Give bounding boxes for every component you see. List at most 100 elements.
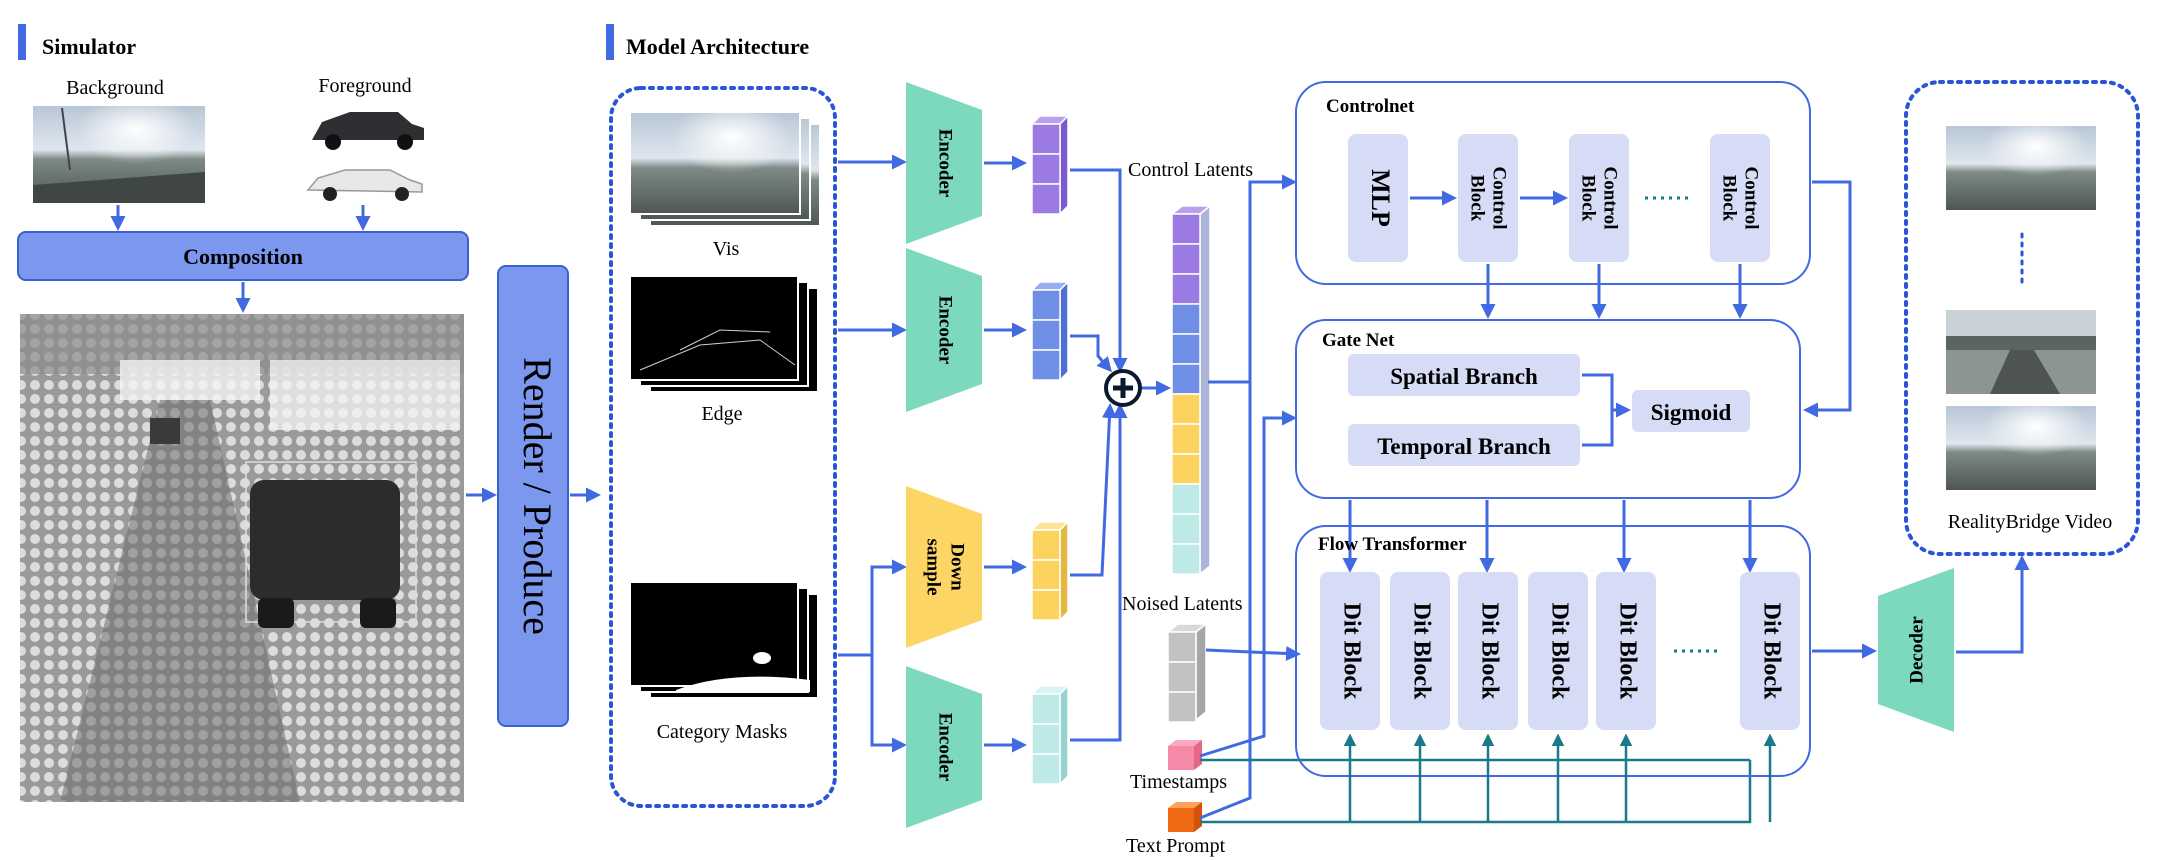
dit-block-5: Dit Block — [1596, 572, 1656, 730]
spatial-branch — [1348, 354, 1580, 396]
gatenet-title: Gate Net — [1322, 330, 1395, 351]
sigmoid-block — [1632, 390, 1750, 432]
svg-text:Dit Block: Dit Block — [1614, 603, 1640, 700]
dit-block-1: Dit Block — [1320, 572, 1380, 730]
render-produce-label: Render / Produce — [515, 357, 560, 635]
background-label: Background — [66, 77, 164, 99]
point-cloud-scene — [20, 314, 464, 802]
svg-text:Dit Block: Dit Block — [1338, 603, 1364, 700]
svg-text:Dit Block: Dit Block — [1546, 603, 1572, 700]
simulator-title: Simulator — [42, 34, 136, 59]
dit-block-n: Dit Block — [1740, 572, 1800, 730]
encoder-edge: Encoder — [906, 248, 982, 412]
render-produce-block: Render / Produce — [497, 265, 601, 727]
model-architecture-title: Model Architecture — [626, 34, 809, 59]
arrow-decoder-to-output — [1956, 555, 2030, 654]
arrow-timestamps-to-gate — [1199, 410, 1297, 758]
arrow-control-latents-to-controlnet — [1208, 174, 1297, 384]
svg-text:Block: Block — [1578, 175, 1599, 222]
edge-image-stack — [629, 275, 819, 393]
svg-text:sample: sample — [923, 539, 944, 596]
svg-text:Block: Block — [1467, 175, 1488, 222]
output-video-panel: RealityBridge Video — [1904, 80, 2140, 556]
encoder-vis: Encoder — [906, 82, 982, 244]
conditioning-arrows — [1343, 733, 1777, 822]
background-image — [33, 106, 205, 203]
latent-cubes-downsample — [1030, 520, 1070, 622]
arrow-textprompt-to-controlnet — [1199, 382, 1252, 820]
composition-label: Composition — [183, 244, 303, 269]
edge-label: Edge — [701, 403, 742, 425]
svg-text:Down: Down — [947, 543, 968, 591]
control-block-2: Control Block — [1569, 134, 1629, 262]
section-marker — [18, 24, 26, 60]
svg-text:Encoder: Encoder — [935, 296, 956, 365]
control-block-1: Control Block — [1458, 134, 1518, 262]
foreground-car-dark — [312, 112, 424, 150]
text-prompt-label: Text Prompt — [1126, 835, 1226, 857]
foreground-car-white — [306, 169, 423, 201]
sum-node — [1104, 369, 1142, 407]
control-block-n: Control Block — [1710, 134, 1770, 262]
svg-text:Block: Block — [1719, 175, 1740, 222]
svg-text:Encoder: Encoder — [935, 129, 956, 198]
arrow-edge-latent-to-sum — [1070, 334, 1112, 373]
near-car — [250, 480, 400, 600]
svg-text:Control: Control — [1741, 167, 1762, 230]
svg-text:Dit Block: Dit Block — [1408, 603, 1434, 700]
flow-transformer-module: Flow Transformer Dit Block Dit Block Dit… — [1295, 525, 1811, 777]
vis-image-stack — [629, 111, 821, 227]
temporal-branch-label: Temporal Branch — [1377, 434, 1551, 459]
mlp-label: MLP — [1366, 169, 1395, 227]
control-latents-label: Control Latents — [1128, 159, 1253, 181]
controlnet-module: Controlnet MLP Control Block Control Blo… — [1295, 81, 1811, 285]
gatenet-module: Gate Net Spatial Branch Temporal Branch … — [1295, 319, 1801, 499]
line-textprompt-to-flow — [1200, 760, 1752, 824]
controlnet-title: Controlnet — [1326, 96, 1415, 117]
arrow-vis-latent-to-sum — [1070, 168, 1128, 373]
noised-latents-column — [1165, 622, 1209, 723]
control-latents-column — [1169, 204, 1213, 576]
arrow-masks-split — [838, 559, 907, 657]
mlp-block — [1348, 134, 1408, 262]
dit-block-4: Dit Block — [1528, 572, 1588, 730]
downsample-block: Down sample — [906, 486, 982, 648]
decoder-block: Decoder — [1878, 568, 1954, 732]
flow-transformer-title: Flow Transformer — [1318, 534, 1467, 555]
category-masks-label: Category Masks — [657, 721, 788, 743]
text-prompt-cube — [1168, 802, 1202, 832]
output-frame-3 — [1946, 406, 2096, 490]
svg-text:Control: Control — [1489, 167, 1510, 230]
distant-car — [150, 418, 180, 444]
section-marker — [606, 24, 614, 60]
dit-block-2: Dit Block — [1390, 572, 1450, 730]
noised-latents-label: Noised Latents — [1122, 593, 1243, 615]
output-frame-2 — [1946, 310, 2096, 394]
svg-text:Control: Control — [1600, 167, 1621, 230]
arrow-mask-latent-to-sum — [1070, 403, 1128, 742]
arrow-noised-to-flow — [1205, 645, 1301, 661]
latent-cubes-edge — [1030, 280, 1070, 382]
encoder-masks: Encoder — [906, 666, 982, 828]
composition-box — [17, 231, 469, 281]
category-masks-stack — [629, 581, 819, 699]
bounding-box — [245, 461, 417, 623]
output-frame-1 — [1946, 126, 2096, 210]
spatial-branch-label: Spatial Branch — [1390, 364, 1538, 389]
temporal-branch — [1348, 424, 1580, 466]
svg-text:Dit Block: Dit Block — [1476, 603, 1502, 700]
dit-block-3: Dit Block — [1458, 572, 1518, 730]
latent-cubes-masks — [1030, 684, 1070, 786]
svg-text:Decoder: Decoder — [1906, 616, 1927, 684]
timestamps-cube — [1168, 740, 1202, 770]
vis-label: Vis — [713, 238, 740, 260]
latent-cubes-vis — [1030, 114, 1070, 216]
svg-text:Dit Block: Dit Block — [1758, 603, 1784, 700]
simulator-section: Simulator Background Foreground Composit… — [17, 24, 497, 802]
arrow-masks-to-encoder — [870, 655, 907, 753]
foreground-label: Foreground — [318, 75, 411, 97]
inputs-panel: Vis Edge Category Masks — [609, 86, 837, 808]
arrow-ds-latent-to-sum — [1070, 403, 1117, 577]
arrow-controlnet-to-sigmoid — [1803, 180, 1852, 418]
timestamps-label: Timestamps — [1130, 771, 1227, 793]
